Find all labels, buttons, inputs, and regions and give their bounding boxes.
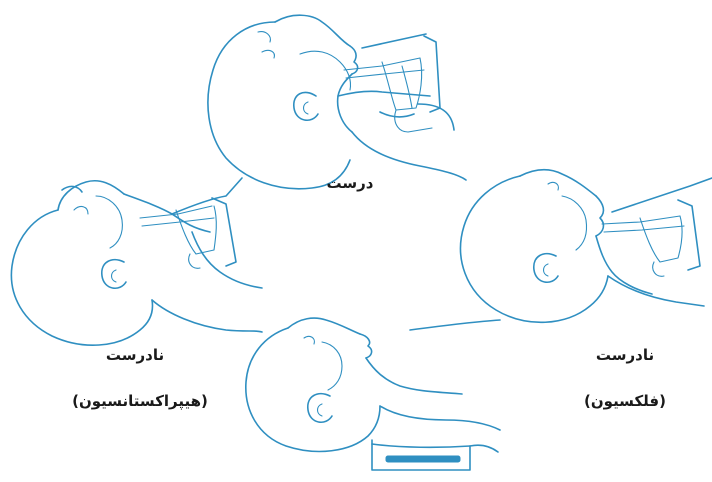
shoulder-roll-pad <box>386 456 460 462</box>
caption-hyperextension: (هیپراکستانسیون) <box>60 392 220 410</box>
infant-drawing-shoulder-roll <box>246 318 500 470</box>
infant-drawing-flexion <box>461 170 712 323</box>
caption-incorrect-hyperextension: نادرست <box>80 346 190 364</box>
infant-drawing-hyperextension <box>11 178 262 345</box>
caption-incorrect-flexion: نادرست <box>570 346 680 364</box>
infant-drawing-correct <box>208 15 466 189</box>
caption-flexion: (فلکسیون) <box>560 392 690 410</box>
caption-correct: درست <box>300 174 400 192</box>
